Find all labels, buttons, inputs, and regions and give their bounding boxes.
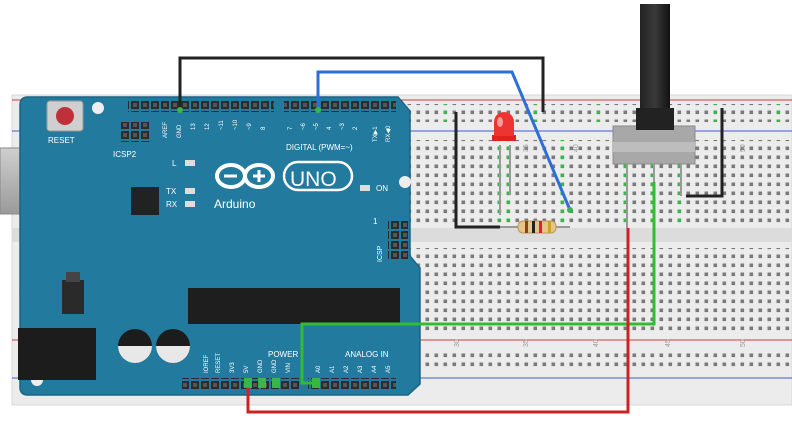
column-number: 45 xyxy=(665,339,672,347)
digital-label: DIGITAL (PWM=~) xyxy=(286,143,353,152)
pin-label: TX▶1 xyxy=(373,126,379,142)
power-header xyxy=(182,378,300,389)
pin-label: ~5 xyxy=(314,122,320,130)
lower-terminal-strip xyxy=(405,248,792,335)
pin-label: 4 xyxy=(327,126,333,130)
led-on xyxy=(360,185,370,191)
column-number: 30 xyxy=(454,339,461,347)
model-label: UNO xyxy=(290,168,337,191)
pin-label: GND xyxy=(177,124,183,138)
pin-label: 7 xyxy=(288,126,294,130)
reset-label: RESET xyxy=(48,136,75,145)
wire-analog-a0 xyxy=(300,182,656,385)
led-rx xyxy=(185,201,195,207)
power-label: POWER xyxy=(268,350,298,359)
arduino-uno-board: RESET ICSP2 AREF GND 13 12 ~11 ~10 ~9 8 … xyxy=(18,96,421,396)
column-number: 40 xyxy=(573,144,580,152)
mounting-hole xyxy=(92,102,104,114)
pin-label: RX◀0 xyxy=(386,125,392,142)
mounting-hole xyxy=(399,176,411,188)
pot-shaft-base xyxy=(636,108,674,130)
usb-chip xyxy=(131,187,159,215)
pin-label: GND xyxy=(272,359,278,373)
pin-label: 5V xyxy=(244,366,250,373)
digital-header-left xyxy=(128,101,274,112)
reset-button-cap[interactable] xyxy=(56,107,74,125)
wire-led-ground xyxy=(454,112,500,229)
pin-label: 3V3 xyxy=(230,362,236,373)
pin-label: GND xyxy=(258,359,264,373)
column-number: 40 xyxy=(593,339,600,347)
led-tx xyxy=(185,188,195,194)
analog-label: ANALOG IN xyxy=(345,350,389,359)
pin-label: RESET xyxy=(216,353,222,373)
pin-label: 12 xyxy=(205,123,211,130)
wire-pin5-signal xyxy=(316,70,572,211)
pin-label: ~3 xyxy=(340,122,346,130)
microcontroller-chip xyxy=(188,288,400,324)
dc-power-jack xyxy=(18,328,96,380)
digital-header-right xyxy=(284,101,396,112)
top-pin-labels: AREF GND 13 12 ~11 ~10 ~9 8 7 ~6 ~5 4 ~3… xyxy=(163,119,392,142)
red-led xyxy=(492,112,516,215)
pin-label: ~6 xyxy=(301,122,307,130)
icsp2-label: ICSP2 xyxy=(113,150,137,159)
pin-label: 2 xyxy=(353,126,359,130)
pin-label: A2 xyxy=(344,365,350,373)
pin-label: VIN xyxy=(286,363,292,373)
pin-label: A3 xyxy=(358,365,364,373)
led-label: TX xyxy=(166,187,177,196)
voltage-regulator xyxy=(62,280,84,314)
uno-badge xyxy=(282,160,354,192)
brand-label: Arduino xyxy=(214,197,256,211)
pin-label: 8 xyxy=(261,126,267,130)
led-column-highlight xyxy=(497,140,506,227)
pin-label: ~11 xyxy=(219,120,225,130)
wire-pot-ground xyxy=(686,108,724,198)
pin-label: 13 xyxy=(191,123,197,130)
pin-label: ~10 xyxy=(233,119,239,130)
led-label: ON xyxy=(376,184,388,193)
pin-label: A0 xyxy=(316,365,322,373)
resistor xyxy=(500,220,570,234)
pot-knob[interactable] xyxy=(640,4,670,108)
wire-5v-power xyxy=(246,228,630,414)
led-l xyxy=(185,160,195,166)
icsp-header xyxy=(388,220,408,260)
wire-gnd xyxy=(178,56,545,112)
led-label: L xyxy=(172,159,177,168)
column-number: 35 xyxy=(523,144,530,152)
pin-label: ~9 xyxy=(247,122,253,130)
pin-label: AREF xyxy=(163,122,169,138)
icsp-label: ICSP xyxy=(377,245,384,262)
potentiometer xyxy=(612,4,696,228)
pin-label: A4 xyxy=(372,365,378,373)
analog-pin-labels: A0 A1 A2 A3 A4 A5 xyxy=(316,365,392,373)
gnd-rail-highlight xyxy=(443,104,452,122)
power-pin-labels: IOREF RESET 3V3 5V GND GND VIN xyxy=(204,353,292,373)
pin-label: IOREF xyxy=(204,354,210,373)
pin-label: A5 xyxy=(386,365,392,373)
column-number: 50 xyxy=(740,144,747,152)
upper-terminal-strip xyxy=(405,140,792,227)
led-label: RX xyxy=(166,200,178,209)
icsp-pin1-label: 1 xyxy=(373,217,378,226)
arduino-logo-icon xyxy=(215,163,275,189)
column-number: 50 xyxy=(740,339,747,347)
column-number: 35 xyxy=(523,339,530,347)
pin-label: A1 xyxy=(330,365,336,373)
analog-header xyxy=(308,378,396,389)
icsp2-header xyxy=(120,122,150,142)
